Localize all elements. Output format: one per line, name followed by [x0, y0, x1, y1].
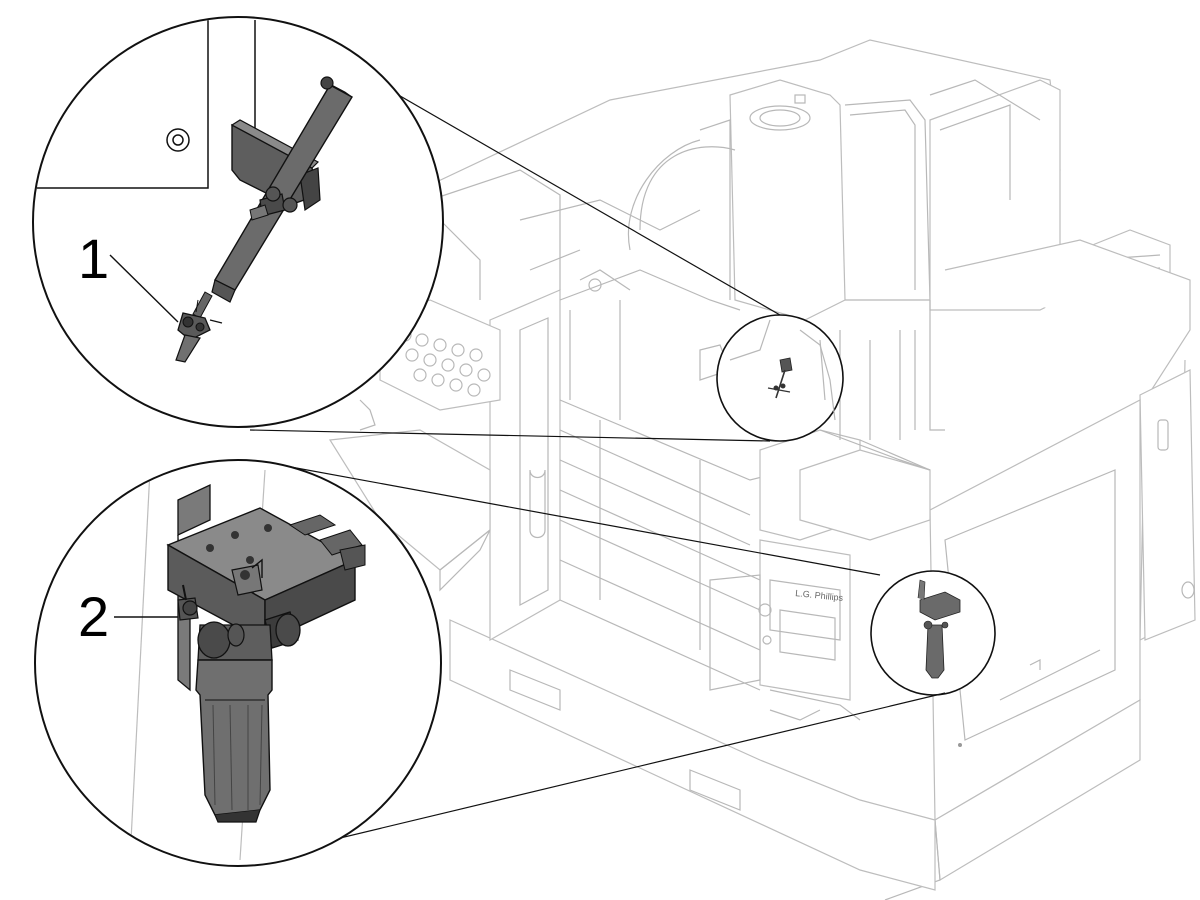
- filter-bowl-icon: [195, 659, 273, 823]
- regulator-body-icon: [166, 507, 366, 644]
- detail-circle-2: 2: [34, 459, 442, 867]
- callout-number-1: 1: [78, 227, 109, 290]
- callout-1-leader: [109, 254, 179, 323]
- detail-circle-1: 1: [32, 16, 444, 428]
- vmc-machine: L.G. Phillips: [328, 39, 1196, 900]
- side-valve-icon: [177, 584, 199, 621]
- coolant-nozzle-tube-icon: [211, 76, 353, 303]
- mounting-hole-icon: [166, 128, 190, 152]
- nozzle-tip-assembly-icon: [175, 291, 223, 363]
- filter-head-icon: [197, 621, 273, 661]
- detail-circle-filter-small: [870, 570, 996, 696]
- adjustment-knob-icon: [264, 611, 301, 649]
- callout-number-2: 2: [78, 585, 109, 648]
- filter-small-icon: [917, 579, 961, 679]
- nozzle-small-icon: [767, 357, 793, 399]
- callout-leader-lines: [249, 69, 946, 851]
- clamp-knob-icon: [249, 186, 298, 221]
- detail-circle-nozzle-small: [716, 314, 844, 442]
